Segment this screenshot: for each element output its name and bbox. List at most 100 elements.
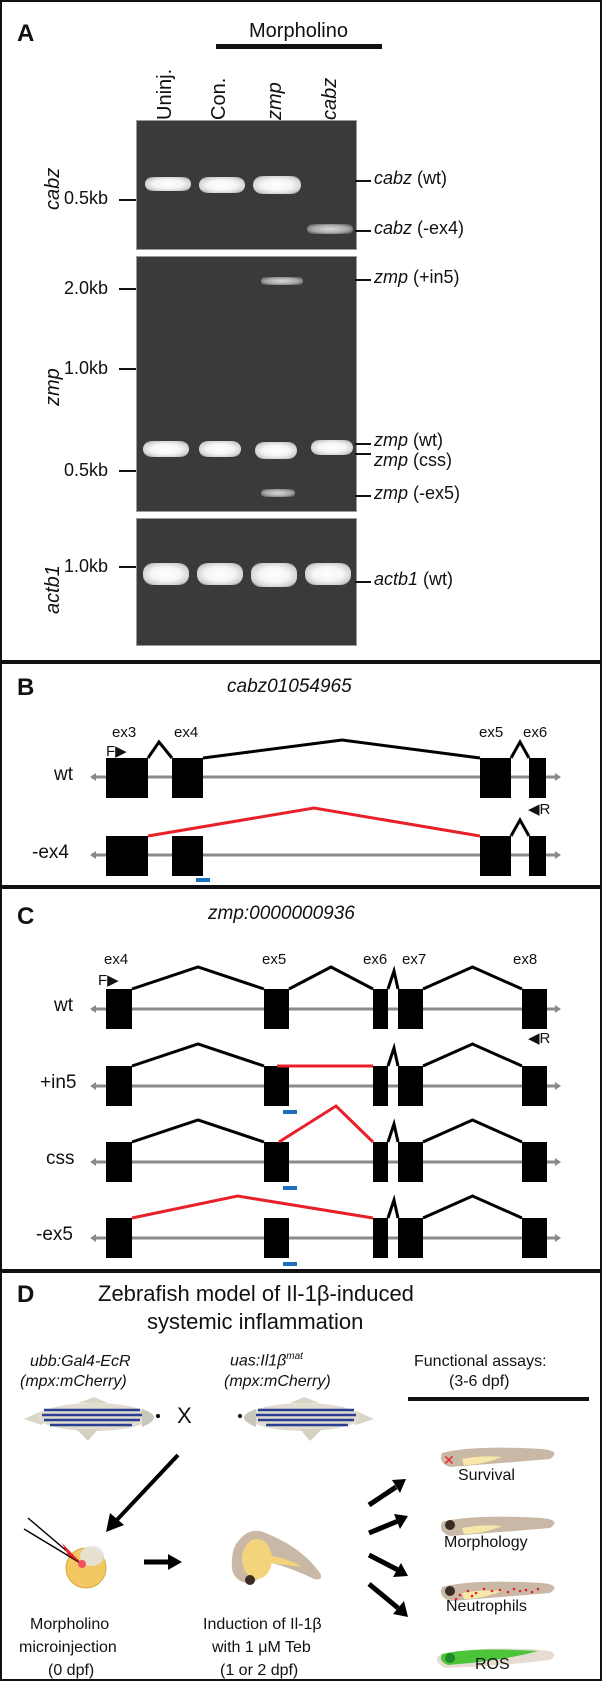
exon-ex5 [264,989,289,1029]
exon-ex4 [106,1066,132,1106]
line-end-right [555,1234,561,1242]
marker-tick [119,199,136,201]
panel-title-line2: systemic inflammation [147,1309,364,1334]
lane-label-cabz: cabz [319,77,341,120]
splice-junction-normal [288,965,374,991]
product-label-zmp-css: zmp (css) [374,450,452,471]
product-label-cabz-wt: cabz (wt) [374,168,447,189]
exon-ex4 [106,989,132,1029]
product-suffix: (-ex4) [412,218,465,238]
splice-junction-normal [386,965,400,990]
parent2-genotype: uas:Il1βmat [230,1351,303,1370]
gel-gene-label-zmp: zmp [42,368,64,406]
product-tick [355,230,371,232]
exon-ex7 [398,1142,423,1182]
exon-ex6 [373,1142,388,1182]
workflow-illustration: ✕ [23,1397,555,1668]
splice-junction-normal [386,1194,400,1219]
exon-ex6 [529,758,546,798]
product-tick [355,279,371,281]
assay-label-ros: ROS [475,1656,510,1673]
splice-junction-normal [422,1194,523,1220]
product-gene: cabz [374,168,413,188]
exon-ex8 [522,989,547,1029]
band-zmp-cabz-wt [253,176,301,194]
step2-line1: Induction of Il-1β [203,1616,322,1633]
parent2-superscript: mat [286,1351,303,1362]
larva-ros-icon [437,1648,555,1668]
exon-label: ex4 [174,724,199,741]
product-gene: actb1 [374,569,419,589]
splice-junction-normal [386,1042,400,1067]
marker-label: 0.5kb [64,460,109,480]
product-suffix: (css) [408,450,453,470]
neutrophil-dot [470,1594,474,1598]
neutrophil-dot [518,1589,522,1593]
exon-ex8 [522,1066,547,1106]
cabz-splice-diagram [90,738,561,882]
morpholino-group-bar [216,44,382,49]
exon-label: ex4 [104,951,129,968]
reverse-primer-label: R [539,801,551,818]
line-end-left [90,851,96,859]
gel-gene-label-actb1: actb1 [42,565,64,614]
assay-label-morphology: Morphology [444,1534,528,1551]
parent1-reporter: (mpx:mCherry) [20,1373,127,1390]
morpholino-target-marker [283,1262,297,1266]
lane-label-zmp: zmp [264,82,286,120]
band-con-actb1 [197,563,243,585]
exon-ex8 [522,1142,547,1182]
larva-induction-icon [231,1530,322,1585]
product-gene: cabz [374,218,413,238]
row-label-wt: wt [54,764,73,785]
panel-d: D Zebrafish model of Il-1β-induced syste… [0,1271,602,1681]
neutrophil-dot [482,1587,486,1591]
marker-label: 1.0kb [64,358,109,378]
forward-primer-label: F [106,743,116,760]
product-gene: zmp [374,267,409,287]
assays-title-line2: (3-6 dpf) [449,1373,510,1390]
injected-embryo-icon [23,1517,107,1589]
neutrophil-dot [458,1593,462,1597]
arrow-icon [144,1554,182,1570]
gel-gene-label-cabz: cabz [42,167,64,210]
lane-label-uninjected: Uninj. [154,68,176,120]
band-zmp-zmp-in5 [261,277,303,285]
morpholino-group-label: Morpholino [249,20,348,42]
neutrophil-dot [506,1590,510,1594]
panel-a: A Morpholino Uninj. Con. zmp cabz cabz 0… [0,0,602,662]
step1-line2: microinjection [19,1639,117,1656]
line-end-left [90,1082,96,1090]
band-cabz-actb1 [305,563,351,585]
band-con-zmp-wt [199,441,241,457]
reverse-primer: ◀R [528,800,550,818]
arrow-icon [367,1582,408,1617]
product-tick [355,581,371,583]
forward-primer-label: F [98,972,108,989]
splice-junction-normal [422,1118,523,1144]
exon-ex6 [373,1066,388,1106]
product-suffix: (+in5) [408,267,460,287]
morpholino-target-marker [283,1186,297,1190]
marker-tick [119,566,136,568]
neutrophil-dot [524,1588,528,1592]
step2-line2: with 1 μM Teb [212,1639,311,1656]
panel-letter: C [17,903,35,930]
arrow-icon [106,1453,180,1532]
row-label-wt: wt [54,995,73,1016]
marker-tick [119,368,136,370]
product-suffix: (wt) [418,569,454,589]
splice-junction-normal [422,1042,523,1068]
assay-label-survival: Survival [458,1467,515,1484]
splice-junction-normal [131,1118,265,1144]
cross-symbol: X [177,1403,192,1428]
exon-ex4 [106,1218,132,1258]
exon-label: ex3 [112,724,137,741]
marker-tick [119,288,136,290]
gene-title: zmp:0000000936 [208,903,355,924]
product-suffix: (wt) [408,430,444,450]
exon-label: ex7 [402,951,427,968]
exon-ex3 [106,758,148,798]
larva-survival-icon: ✕ [441,1447,555,1469]
reverse-primer-label: R [539,1030,551,1047]
